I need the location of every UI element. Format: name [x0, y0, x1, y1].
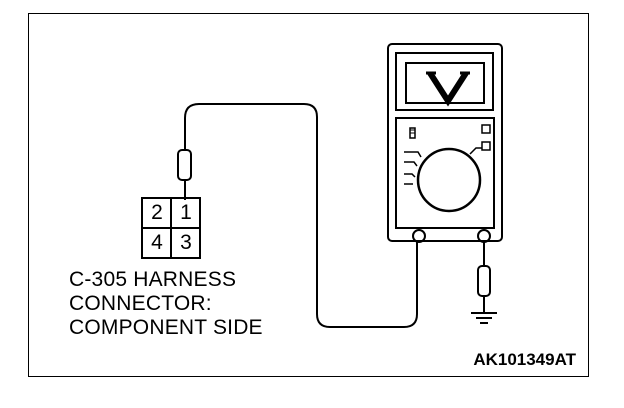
caption-line-2: CONNECTOR: — [69, 292, 212, 315]
panel-indicator-top — [481, 124, 491, 134]
caption-line-1: C-305 HARNESS — [69, 268, 237, 291]
rotary-selector-dial — [416, 147, 482, 213]
ground-symbol — [471, 312, 497, 324]
pin-number-1: 1 — [180, 201, 192, 224]
dial-scale-tick-3 — [404, 173, 416, 178]
pin-number-4: 4 — [151, 231, 163, 254]
dial-scale-tick-2 — [404, 161, 418, 167]
panel-indicator-bottom — [481, 141, 491, 151]
multimeter-panel — [395, 117, 495, 229]
multimeter — [387, 43, 503, 243]
com-jack — [412, 229, 426, 243]
dial-scale-tick-1 — [404, 151, 422, 158]
test-lead-wire — [184, 103, 418, 328]
figure-id: AK101349AT — [473, 350, 576, 369]
diagram-frame — [28, 13, 589, 377]
multimeter-body — [387, 43, 503, 242]
dial-scale-tick-5 — [469, 147, 482, 155]
harness-connector — [141, 197, 201, 259]
caption-line-3: COMPONENT SIDE — [69, 316, 263, 339]
probe-tip-ground — [477, 265, 491, 297]
multimeter-display-bezel — [395, 52, 494, 111]
probe-tip-connector — [177, 149, 192, 181]
pin-number-3: 3 — [180, 231, 192, 254]
multimeter-display — [405, 62, 485, 104]
probe-lead-ground — [477, 242, 491, 312]
connector-caption: C-305 HARNESS CONNECTOR: COMPONENT SIDE — [69, 268, 263, 340]
voltage-v-icon — [426, 71, 470, 107]
pin-number-2: 2 — [151, 201, 163, 224]
probe-lead-connector — [177, 103, 418, 328]
panel-switch-left-mark — [409, 129, 416, 134]
